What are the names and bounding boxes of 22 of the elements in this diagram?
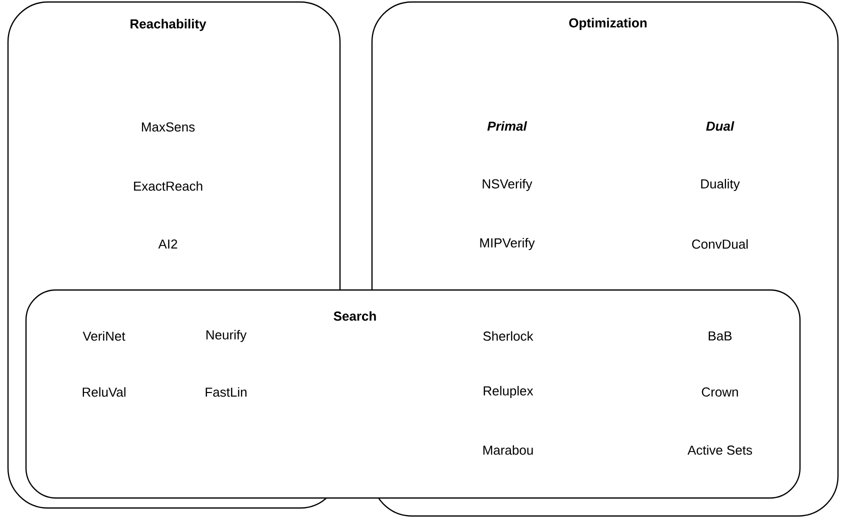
- column-heading: Dual: [706, 121, 734, 131]
- method-label: Marabou: [483, 445, 533, 455]
- method-label: Crown: [702, 387, 738, 397]
- method-label: ConvDual: [692, 239, 748, 249]
- method-label: VeriNet: [82, 331, 126, 341]
- method-label: Duality: [701, 178, 740, 192]
- method-label: NSVerify: [482, 178, 532, 192]
- method-label: ExactReach: [134, 181, 202, 191]
- group-title: Search: [334, 311, 376, 321]
- method-label: BaB: [708, 331, 732, 341]
- method-label: ReluVal: [82, 387, 126, 397]
- column-heading: Primal: [487, 121, 528, 131]
- group-title: Reachability: [130, 18, 206, 32]
- method-label: Neurify: [206, 330, 247, 342]
- method-label: MIPVerify: [480, 238, 535, 250]
- method-label: Sherlock: [483, 331, 534, 341]
- method-label: AI2: [158, 239, 178, 249]
- method-label: Active Sets: [688, 445, 752, 455]
- method-label: MaxSens: [142, 122, 195, 132]
- method-label: FastLin: [206, 387, 246, 397]
- method-label: Reluplex: [484, 386, 534, 398]
- group-title: Optimization: [569, 18, 647, 30]
